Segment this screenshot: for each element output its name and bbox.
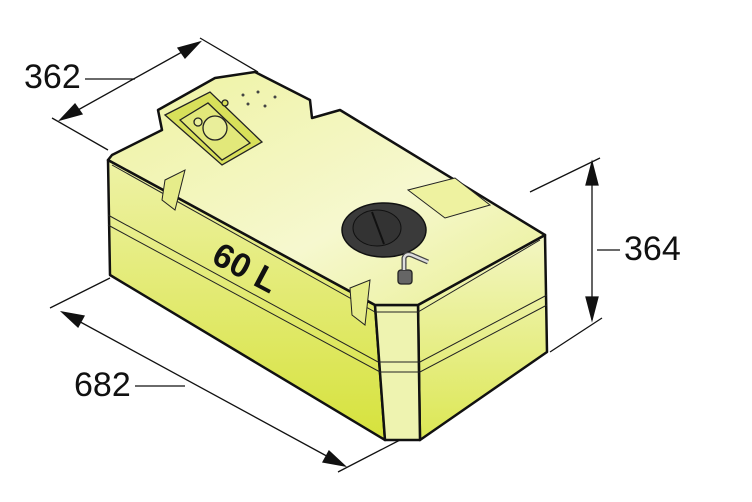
tank-seams [107, 164, 548, 373]
width-dimension-label: 362 [24, 58, 81, 96]
inspection-hatch [163, 91, 264, 166]
filler-cap [341, 202, 427, 258]
tank-body [106, 70, 549, 442]
dimension-lines [49, 37, 620, 473]
vent-dots [241, 90, 277, 108]
hose-fitting [397, 251, 429, 285]
length-dimension-label: 682 [74, 366, 131, 404]
height-dimension-label: 364 [624, 230, 681, 268]
